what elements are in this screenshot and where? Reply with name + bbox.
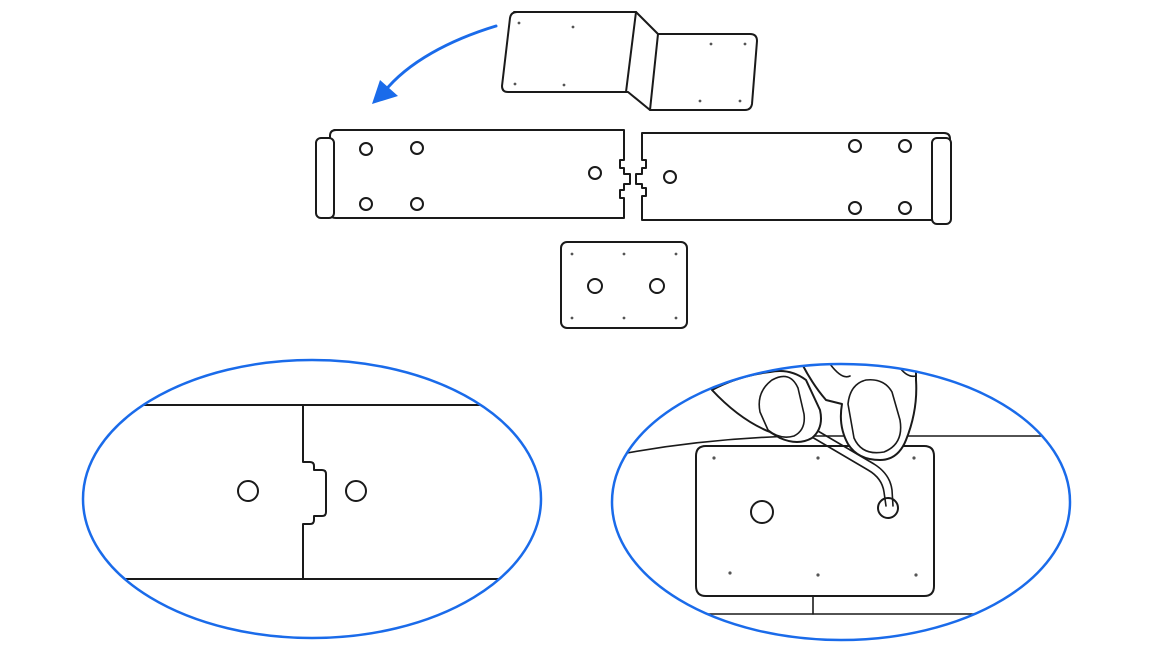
plate-fasten-callout	[610, 362, 1072, 642]
puzzle-joint-icon	[83, 404, 541, 580]
connector-plate	[560, 241, 688, 329]
plate-detail	[695, 445, 935, 597]
rotate-arrow-icon	[372, 24, 498, 104]
hex-key-icon	[799, 423, 894, 507]
left-rail	[315, 129, 631, 219]
right-rail	[635, 132, 952, 225]
hand-icon	[711, 364, 918, 461]
bent-bracket	[501, 11, 758, 111]
joint-detail-callout	[81, 358, 543, 640]
